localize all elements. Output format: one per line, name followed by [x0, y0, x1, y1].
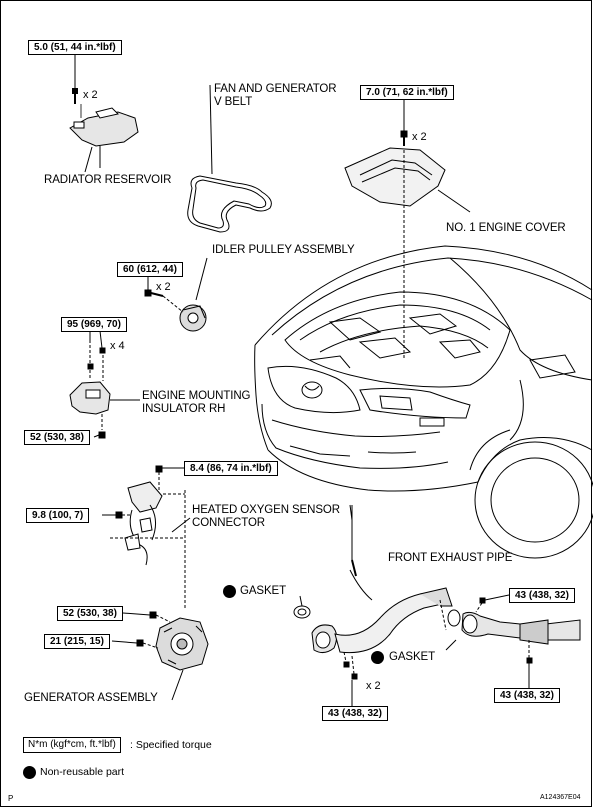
label-generator: GENERATOR ASSEMBLY: [24, 692, 158, 704]
idler-pulley-part: [144, 257, 208, 332]
mult-exhaust: x 2: [366, 680, 381, 692]
torque-reservoir: 5.0 (51, 44 in.*lbf): [28, 40, 122, 55]
label-mounting-line1: ENGINE MOUNTING: [142, 390, 251, 402]
engine-cover-part: [344, 130, 471, 360]
legend-nonreusable-icon: [23, 766, 36, 779]
exhaust-pipe-part: [293, 505, 581, 680]
torque-exhaust-right-top: 43 (438, 32): [509, 588, 575, 603]
label-o2-line1: HEATED OXYGEN SENSOR: [192, 504, 340, 516]
gasket-marker-icon: [223, 585, 236, 598]
torque-mount-top: 95 (969, 70): [61, 317, 127, 332]
torque-gen-lower: 21 (215, 15): [44, 634, 110, 649]
legend-nonreusable-desc: Non-reusable part: [40, 766, 125, 778]
generator-part: [136, 611, 209, 701]
vehicle-front: [254, 245, 593, 559]
label-idler-pulley: IDLER PULLEY ASSEMBLY: [212, 244, 355, 256]
engine-mounting-part: [69, 340, 140, 439]
torque-o2-top: 8.4 (86, 74 in.*lbf): [184, 461, 278, 476]
label-mounting-line2: INSULATOR RH: [142, 403, 226, 415]
label-fan-belt-line1: FAN AND GENERATOR: [214, 83, 337, 95]
label-gasket-left: GASKET: [240, 585, 287, 597]
label-gasket-right: GASKET: [389, 651, 436, 663]
footer-code-left: P: [8, 794, 14, 803]
mult-mount: x 4: [110, 340, 125, 352]
torque-mount-bottom: 52 (530, 38): [24, 430, 90, 445]
label-exhaust-pipe: FRONT EXHAUST PIPE: [388, 552, 513, 564]
torque-idler: 60 (612, 44): [117, 262, 183, 277]
legend-torque-unit: N*m (kgf*cm, ft.*lbf): [23, 737, 121, 753]
v-belt-part: [187, 84, 272, 233]
mult-cover: x 2: [412, 131, 427, 143]
torque-exhaust-right-bottom: 43 (438, 32): [494, 688, 560, 703]
label-radiator-reservoir: RADIATOR RESERVOIR: [44, 174, 172, 186]
label-engine-cover: NO. 1 ENGINE COVER: [446, 222, 566, 234]
label-o2-line2: CONNECTOR: [192, 517, 266, 529]
label-fan-belt-line2: V BELT: [214, 96, 253, 108]
o2-connector-part: [110, 465, 191, 610]
torque-exhaust-bottom: 43 (438, 32): [322, 706, 388, 721]
mult-idler: x 2: [156, 281, 171, 293]
gasket-marker-icon: [371, 651, 384, 664]
legend-torque-desc: : Specified torque: [130, 739, 212, 751]
torque-gen-upper: 52 (530, 38): [57, 606, 123, 621]
footer-code-right: A124367E04: [540, 794, 581, 801]
leader-lines: [84, 146, 353, 521]
bolt-icon: [72, 88, 78, 104]
mult-reservoir: x 2: [83, 89, 98, 101]
torque-o2-left: 9.8 (100, 7): [26, 508, 90, 523]
torque-cover: 7.0 (71, 62 in.*lbf): [360, 85, 454, 100]
radiator-reservoir-part: [69, 53, 139, 168]
